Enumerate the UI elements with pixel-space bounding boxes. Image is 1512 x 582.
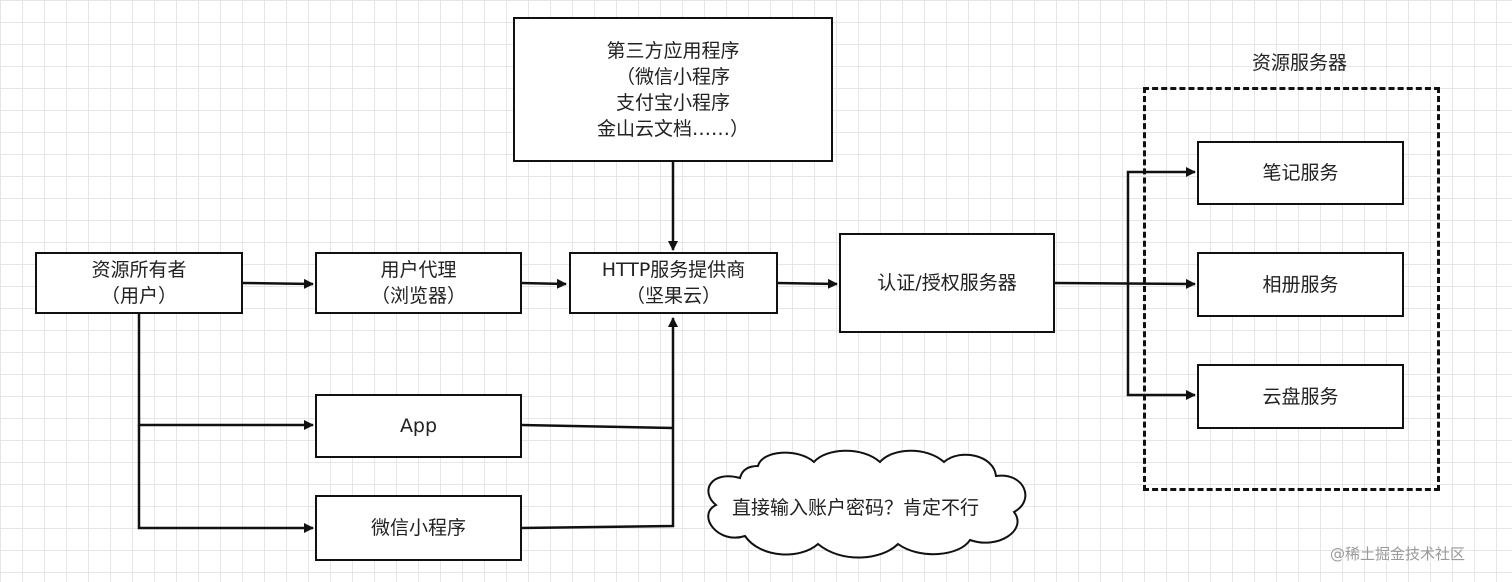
http-provider-label-line-1: HTTP服务提供商: [601, 259, 746, 281]
http-provider-label-line-2: （坚果云）: [625, 285, 721, 307]
third-party-apps-label-line-1: 第三方应用程序: [606, 39, 740, 62]
auth-server-label: 认证/授权服务器: [877, 272, 1017, 294]
wechat-mini-program-label: 微信小程序: [370, 517, 466, 539]
disk-service-label: 云盘服务: [1262, 385, 1339, 408]
note-service-node: 笔记服务: [1197, 141, 1404, 205]
thought-cloud: [707, 449, 1027, 559]
third-party-apps-label-line-2: （微信小程序: [615, 65, 730, 88]
watermark-text: @稀土掘金技术社区: [1330, 545, 1466, 563]
resource-owner-label-line-1: 资源所有者: [91, 259, 187, 281]
disk-service-node: 云盘服务: [1197, 364, 1404, 429]
resource-owner-node: 资源所有者 （用户）: [35, 252, 243, 314]
note-service-label: 笔记服务: [1262, 162, 1339, 184]
third-party-apps-label-line-4: 金山云文档……）: [596, 117, 749, 140]
resource-server-group-title: 资源服务器: [1252, 52, 1348, 74]
wechat-mini-program-node: 微信小程序: [315, 495, 522, 561]
edge-app-to-http-provider: [520, 423, 674, 430]
album-service-label: 相册服务: [1262, 273, 1339, 296]
edge-auth-to-note-service: [1126, 167, 1196, 283]
auth-server-node: 认证/授权服务器: [839, 233, 1055, 333]
third-party-apps-label-line-3: 支付宝小程序: [615, 91, 730, 114]
callout-text: 直接输入账户密码？肯定不行: [732, 497, 980, 519]
http-provider-node: HTTP服务提供商 （坚果云）: [569, 252, 778, 314]
user-agent-label-line-1: 用户代理: [380, 259, 457, 281]
user-agent-node: 用户代理 （浏览器）: [315, 252, 522, 314]
app-label: App: [399, 415, 438, 437]
app-node: App: [315, 394, 522, 458]
user-agent-label-line-2: （浏览器）: [370, 285, 466, 307]
edge-owner-to-user-agent: [241, 278, 314, 289]
resource-owner-label-line-2: （用户）: [100, 285, 177, 307]
edge-auth-to-album-service: [1053, 278, 1196, 289]
edge-owner-to-app: [137, 313, 314, 430]
edge-wechat-mini-to-http-provider: [520, 317, 678, 530]
edge-user-agent-to-http-provider: [520, 278, 567, 289]
resource-server-group: [1143, 87, 1440, 491]
edge-owner-to-wechat-mini: [137, 425, 314, 533]
edge-http-provider-to-auth-server: [776, 278, 838, 289]
third-party-apps-node: 第三方应用程序 （微信小程序 支付宝小程序 金山云文档……）: [513, 17, 833, 162]
edge-auth-to-disk-service: [1126, 283, 1196, 400]
album-service-node: 相册服务: [1197, 252, 1404, 317]
